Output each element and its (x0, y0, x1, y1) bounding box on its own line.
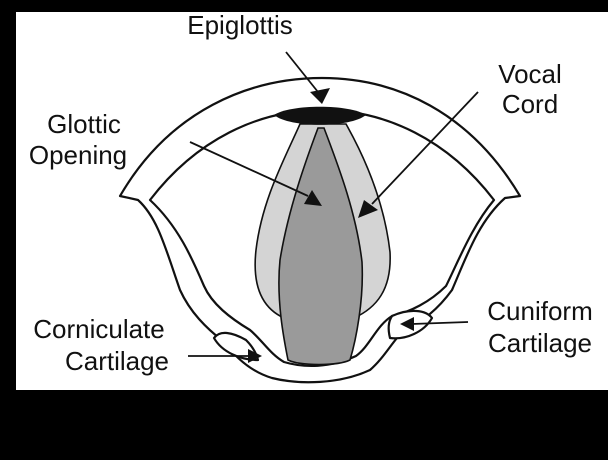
label-corniculate-line2: Cartilage (65, 346, 169, 376)
label-cuniform-line2: Cartilage (488, 328, 592, 358)
label-corniculate-line1: Corniculate (33, 314, 165, 344)
label-epiglottis: Epiglottis (187, 10, 293, 40)
label-glottic-opening-line2: Opening (29, 140, 127, 170)
label-glottic-opening-line1: Glottic (47, 109, 121, 139)
label-cuniform-line1: Cuniform (487, 296, 592, 326)
label-vocal-cord-line1: Vocal (498, 59, 562, 89)
label-vocal-cord-line2: Cord (502, 89, 558, 119)
